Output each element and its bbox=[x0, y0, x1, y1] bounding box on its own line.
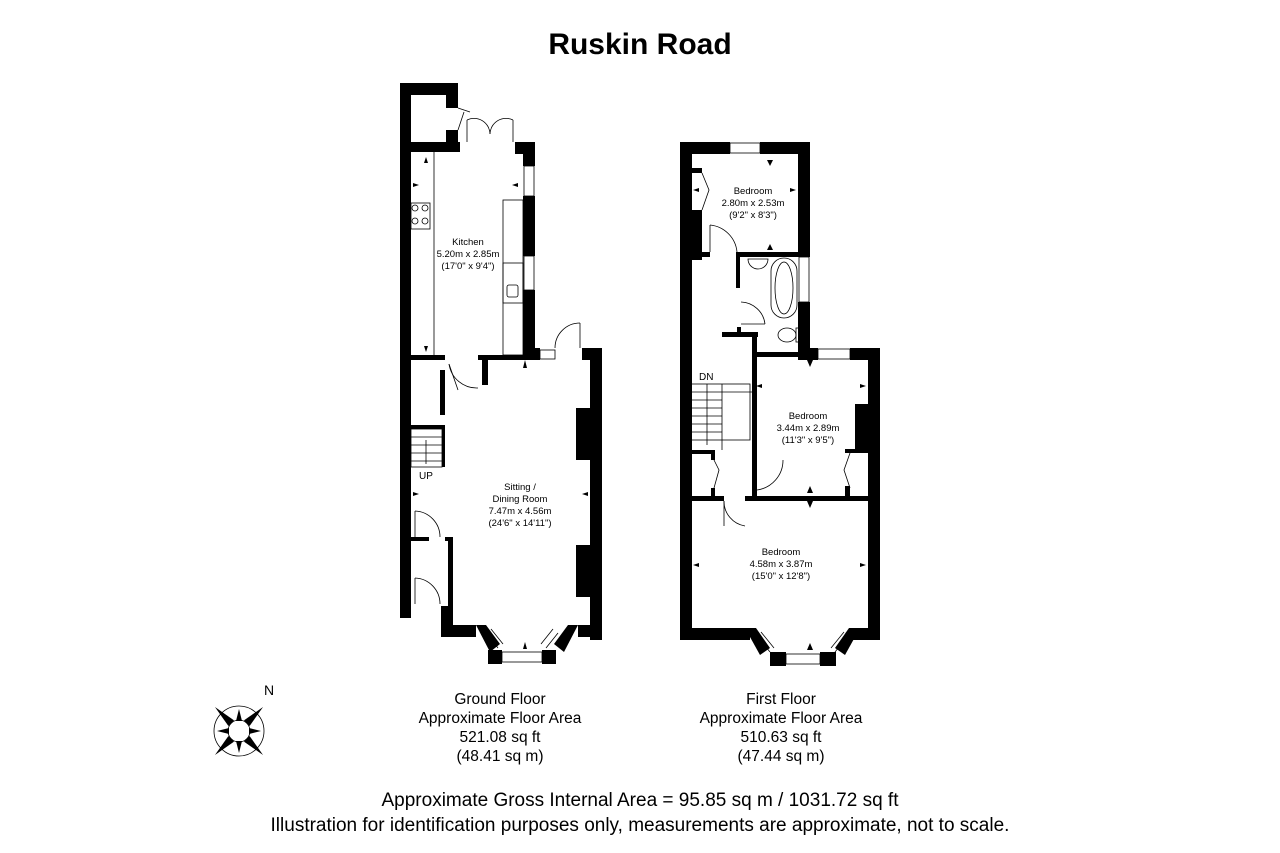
ground-floor-caption: Ground Floor Approximate Floor Area 521.… bbox=[370, 690, 630, 766]
bedroom-1-metric: 2.80m x 2.53m bbox=[722, 198, 785, 209]
bedroom-3-imperial: (15'0" x 12'8") bbox=[752, 571, 810, 582]
ground-floor-area-sqft: 521.08 sq ft bbox=[459, 729, 541, 746]
plan-title: Ruskin Road bbox=[548, 28, 732, 61]
ground-floor-fixtures bbox=[410, 107, 581, 663]
first-floor-area-label: Approximate Floor Area bbox=[699, 710, 863, 727]
bedroom-3-metric: 4.58m x 3.87m bbox=[750, 559, 813, 570]
compass-north-label: N bbox=[264, 682, 275, 698]
first-floor-fixtures bbox=[689, 142, 851, 665]
sitting-room-imperial: (24'6" x 14'11") bbox=[488, 518, 551, 529]
first-floor-area-sqm: (47.44 sq m) bbox=[737, 748, 825, 765]
ground-floor-area-sqm: (48.41 sq m) bbox=[456, 748, 544, 765]
ground-floor-area-label: Approximate Floor Area bbox=[418, 710, 582, 727]
first-floor-plan bbox=[680, 142, 880, 666]
compass-rose-icon bbox=[213, 705, 265, 757]
kitchen-metric: 5.20m x 2.85m bbox=[437, 249, 500, 260]
sitting-room-name-2: Dining Room bbox=[493, 494, 548, 505]
ground-floor-plan bbox=[400, 83, 602, 664]
stairs-up-label: UP bbox=[419, 471, 433, 482]
bedroom-3-name: Bedroom bbox=[762, 547, 801, 558]
sitting-room-name-1: Sitting / bbox=[504, 482, 536, 493]
first-floor-dimension-markers bbox=[693, 160, 866, 650]
bedroom-2-name: Bedroom bbox=[789, 411, 828, 422]
kitchen-name: Kitchen bbox=[452, 237, 484, 248]
bedroom-2-metric: 3.44m x 2.89m bbox=[777, 423, 840, 434]
bedroom-1-name: Bedroom bbox=[734, 186, 773, 197]
disclaimer-text: Illustration for identification purposes… bbox=[270, 815, 1010, 836]
stairs-down-label: DN bbox=[699, 372, 713, 383]
gross-area-text: Approximate Gross Internal Area = 95.85 … bbox=[381, 790, 899, 811]
ground-floor-name: Ground Floor bbox=[454, 691, 546, 708]
bedroom-2-imperial: (11'3" x 9'5") bbox=[782, 435, 834, 446]
first-floor-name: First Floor bbox=[746, 691, 816, 708]
first-floor-area-sqft: 510.63 sq ft bbox=[740, 729, 822, 746]
bedroom-1-imperial: (9'2" x 8'3") bbox=[729, 210, 777, 221]
first-floor-caption: First Floor Approximate Floor Area 510.6… bbox=[651, 690, 911, 766]
sitting-room-metric: 7.47m x 4.56m bbox=[489, 506, 552, 517]
kitchen-imperial: (17'0" x 9'4") bbox=[441, 261, 494, 272]
ground-floor-dimension-markers bbox=[413, 157, 588, 649]
